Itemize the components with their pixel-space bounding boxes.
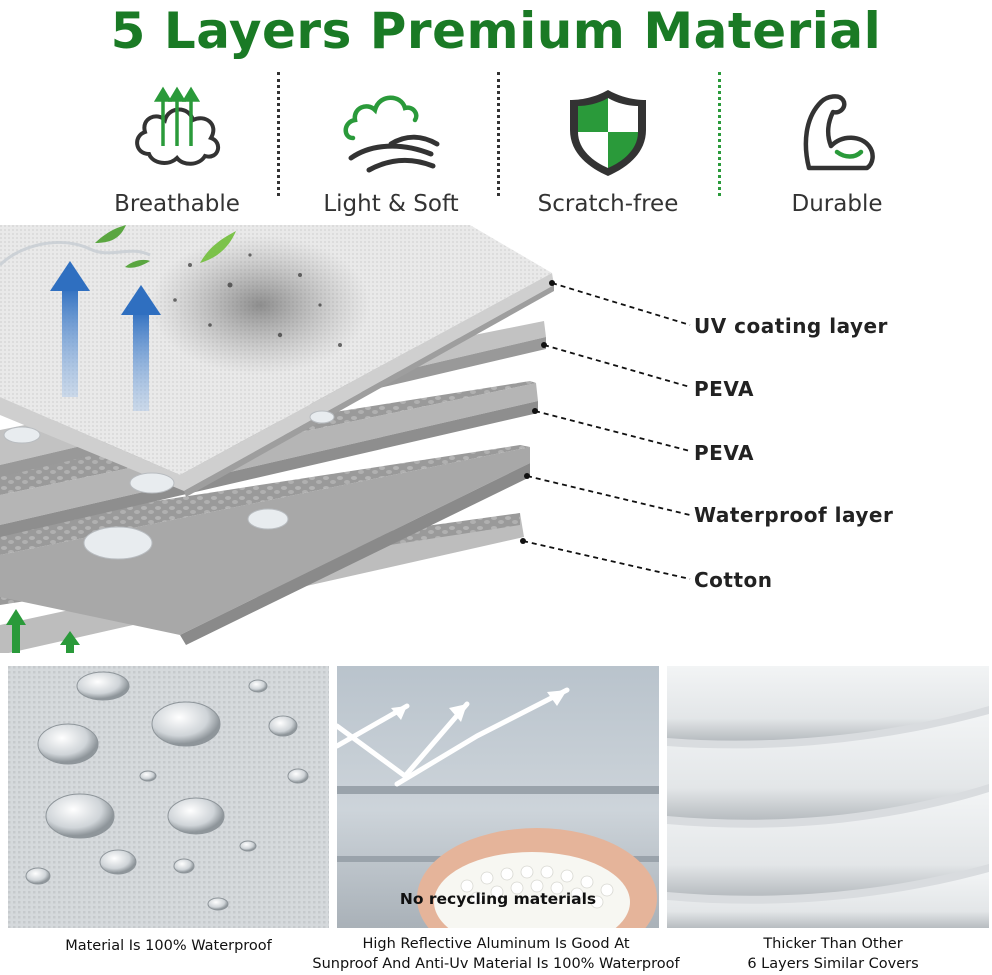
caption-waterproof: Material Is 100% Waterproof	[65, 938, 272, 954]
separator	[277, 72, 280, 196]
cloud-wind-icon	[343, 95, 440, 173]
feature-label: Scratch-free	[537, 191, 679, 217]
layer-label-uv-coating: UV coating layer	[694, 314, 888, 338]
caption-thicker-line-1: Thicker Than Other	[763, 936, 903, 952]
cloud-arrows-icon	[135, 86, 221, 166]
page-title: 5 Layers Premium Material	[110, 2, 882, 60]
shield-icon	[570, 90, 646, 176]
layer-label-cotton: Cotton	[694, 568, 773, 592]
feature-breathable: Breathable	[67, 84, 287, 224]
layer-label-waterproof: Waterproof layer	[694, 503, 894, 527]
separator	[497, 72, 500, 196]
layer-waterproof-sheet	[0, 445, 530, 645]
layers-illustration	[0, 225, 691, 653]
waterproof-photo	[8, 666, 329, 928]
feature-durable: Durable	[727, 84, 947, 224]
caption-reflective: High Reflective Aluminum Is Good At Sunp…	[300, 934, 692, 974]
feature-scratch-free: Scratch-free	[498, 84, 718, 224]
layer-label-peva-2: PEVA	[694, 441, 754, 465]
caption-reflective-line-1: High Reflective Aluminum Is Good At	[362, 936, 630, 952]
thickness-photo	[667, 666, 989, 928]
feature-light-soft: Light & Soft	[281, 84, 501, 224]
caption-thicker-line-2: 6 Layers Similar Covers	[747, 956, 919, 972]
reflective-photo: No recycling materials	[337, 666, 659, 928]
caption-reflective-line-2: Sunproof And Anti-Uv Material Is 100% Wa…	[312, 956, 680, 972]
dust-cloud	[150, 235, 370, 375]
separator	[718, 72, 721, 196]
feature-label: Breathable	[114, 191, 240, 217]
leaf-icon	[95, 225, 236, 268]
airflow-arrow-icon	[50, 261, 161, 411]
caption-thicker: Thicker Than Other 6 Layers Similar Cove…	[687, 934, 979, 974]
airflow-green-arrow-icon	[6, 609, 80, 653]
recycling-badge: No recycling materials	[399, 890, 597, 908]
flexed-arm-icon	[803, 94, 875, 171]
layer-label-peva-1: PEVA	[694, 377, 754, 401]
feature-label: Light & Soft	[323, 191, 459, 217]
pellets-hands-image	[417, 828, 657, 928]
feature-label: Durable	[791, 191, 883, 217]
